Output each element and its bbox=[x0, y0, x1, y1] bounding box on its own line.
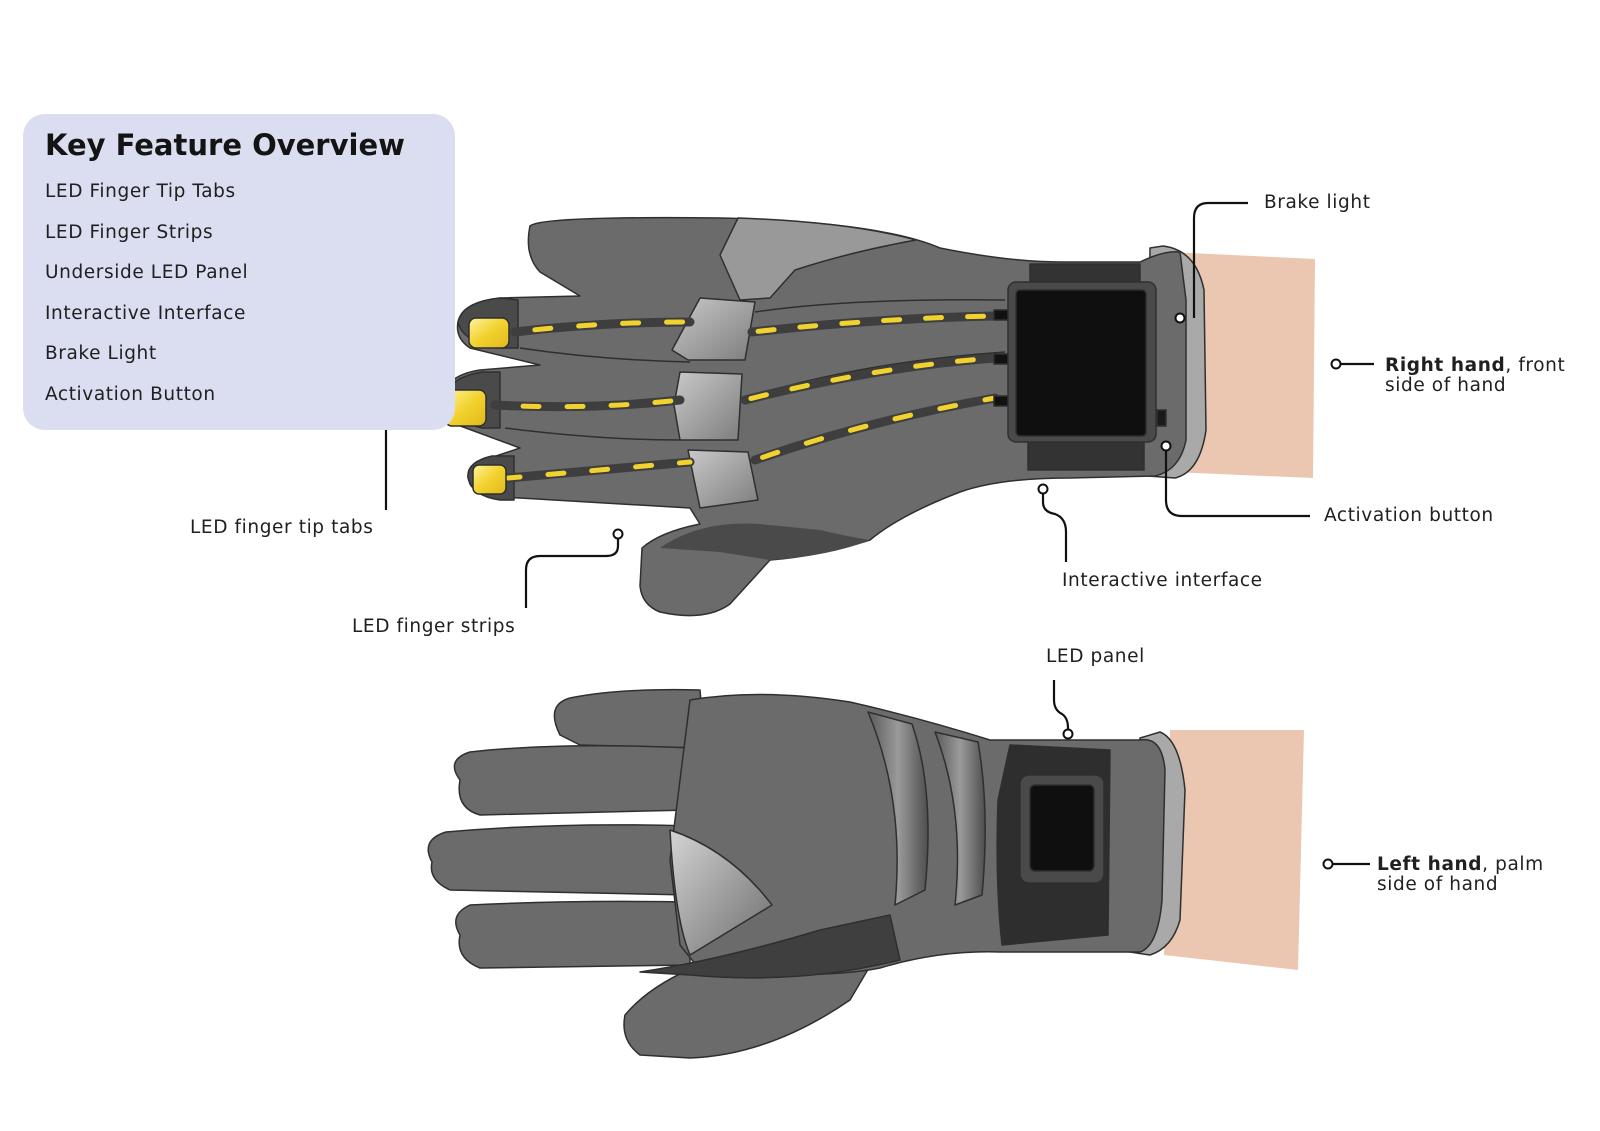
right-knuckle-pad-3 bbox=[687, 449, 759, 509]
leader-activation-button-dot bbox=[1160, 440, 1172, 452]
callout-activation-button: Activation button bbox=[1324, 505, 1494, 526]
callout-left-hand-bold: Left hand bbox=[1377, 854, 1483, 875]
leader-right-hand-dot bbox=[1330, 358, 1342, 370]
callout-left-hand: Left hand, palm side of hand bbox=[1377, 855, 1544, 895]
left-glove-finger-2 bbox=[427, 824, 691, 896]
right-led-tip-tab-1 bbox=[468, 317, 510, 349]
callout-left-hand-rest: , palm bbox=[1482, 854, 1544, 875]
left-palm-inner-shade bbox=[639, 914, 901, 979]
callout-left-hand-line2: side of hand bbox=[1377, 874, 1499, 895]
left-glove-finger-4 bbox=[553, 688, 706, 749]
callout-interactive-interface: Interactive interface bbox=[1062, 570, 1263, 591]
leader-led-finger-strips bbox=[524, 538, 620, 608]
left-glove-finger-3 bbox=[453, 745, 691, 816]
callout-led-finger-strips: LED finger strips bbox=[352, 616, 516, 637]
callout-right-hand-rest: , front bbox=[1505, 355, 1566, 376]
right-strap-top bbox=[1029, 263, 1141, 285]
left-led-panel bbox=[1029, 784, 1095, 872]
right-led-tip-tab-3 bbox=[472, 464, 507, 495]
callout-led-panel: LED panel bbox=[1046, 646, 1145, 667]
left-palm-stripe-2 bbox=[934, 731, 986, 906]
leader-led-panel bbox=[1052, 680, 1070, 730]
leader-activation-button bbox=[1164, 449, 1310, 518]
leader-led-panel-dot bbox=[1062, 728, 1074, 740]
leader-brake-light bbox=[1192, 201, 1248, 318]
overview-item-activation-button: Activation Button bbox=[45, 383, 216, 405]
callout-right-hand-bold: Right hand bbox=[1385, 355, 1506, 376]
right-hand-glove bbox=[443, 216, 1315, 617]
left-palm-stripe-1 bbox=[867, 711, 929, 906]
key-feature-overview-panel: Key Feature Overview LED Finger Tip Tabs… bbox=[23, 114, 455, 430]
callout-led-finger-tip-tabs: LED finger tip tabs bbox=[190, 517, 374, 538]
right-strap-bottom bbox=[1027, 439, 1145, 471]
leader-left-hand-dot bbox=[1322, 858, 1334, 870]
right-led-track-6 bbox=[750, 393, 1000, 465]
overview-item-led-finger-strips: LED Finger Strips bbox=[45, 221, 214, 243]
overview-item-underside-led-panel: Underside LED Panel bbox=[45, 262, 249, 284]
right-activation-button bbox=[1156, 409, 1167, 427]
left-hand-glove bbox=[427, 688, 1304, 1059]
leader-interactive-interface-dot bbox=[1037, 483, 1049, 495]
right-led-strip-dashes bbox=[492, 313, 998, 481]
overview-item-brake-light: Brake Light bbox=[45, 343, 157, 365]
right-knuckle-pad-1 bbox=[671, 297, 756, 361]
overview-title: Key Feature Overview bbox=[45, 128, 405, 162]
leader-led-finger-strips-dot bbox=[612, 528, 624, 540]
right-interface-screen bbox=[1015, 289, 1147, 437]
left-palm-triangle-pad bbox=[669, 829, 773, 956]
callout-right-hand-line2: side of hand bbox=[1385, 375, 1507, 396]
leader-brake-light-dot bbox=[1174, 312, 1186, 324]
left-forearm bbox=[1164, 730, 1304, 970]
overview-item-interactive-interface: Interactive Interface bbox=[45, 302, 246, 324]
left-glove-finger-1 bbox=[455, 900, 691, 969]
callout-brake-light: Brake light bbox=[1264, 192, 1371, 213]
right-top-panel bbox=[719, 217, 917, 301]
callout-right-hand: Right hand, front side of hand bbox=[1385, 356, 1565, 396]
overview-item-led-finger-tip-tabs: LED Finger Tip Tabs bbox=[45, 181, 236, 202]
leader-interactive-interface bbox=[1041, 493, 1068, 562]
right-knuckle-pad-2 bbox=[673, 371, 743, 441]
right-thumb-shade bbox=[660, 523, 870, 560]
